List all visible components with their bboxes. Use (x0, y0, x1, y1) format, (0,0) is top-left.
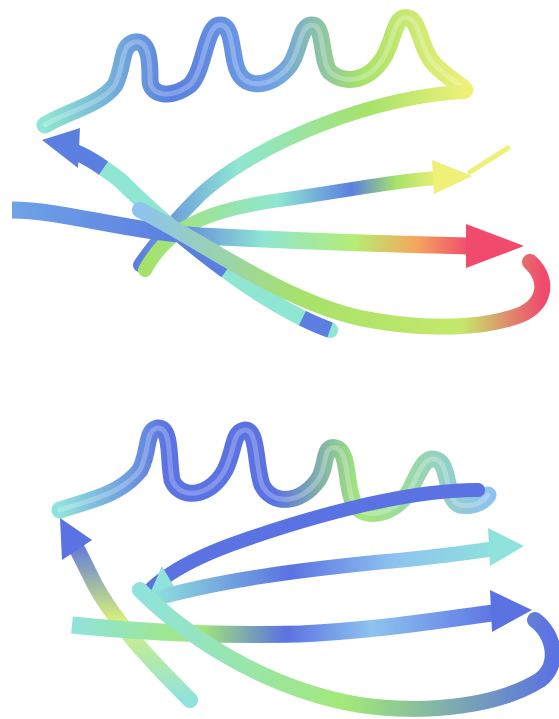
top-arrowhead-left (42, 128, 80, 168)
bottom-panel (60, 428, 553, 709)
top-arrowhead-red (466, 224, 524, 268)
top-arrowhead-yellow (432, 160, 472, 194)
top-panel (12, 18, 542, 330)
bottom-arrowhead-green (488, 528, 524, 566)
top-strand-red (12, 210, 524, 268)
top-helix (45, 18, 465, 125)
top-lower-loop (140, 210, 542, 327)
bottom-strand-green (150, 528, 524, 600)
bottom-arrowhead-blue (490, 590, 532, 632)
